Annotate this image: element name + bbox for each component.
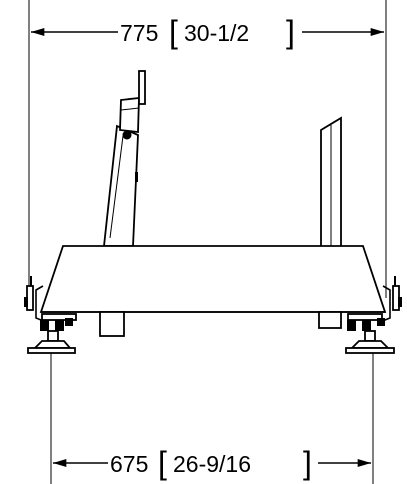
right-leveling-foot [345,313,395,354]
under-block-left [99,311,125,337]
top-dimension-imperial: 30-1/2 [184,20,249,46]
base-trapezoid [39,245,387,313]
left-arm-column [102,124,139,247]
under-block-right [318,311,342,329]
right-foot-pad [345,347,395,354]
right-upright-post [320,116,342,248]
left-arm-inner-edge [109,135,124,239]
left-arm-bracket [119,96,140,134]
bottom-dimension-imperial: 26-9/16 [173,451,251,477]
left-foot-nut-b [55,320,64,331]
bottom-dimension-bracket-open: [ [158,445,167,481]
right-foot-nut-c [377,318,385,326]
right-clip-pin [394,276,396,286]
left-arm-handle [138,70,146,105]
top-dimension-bracket-close: ] [286,14,295,50]
left-clip-pin [30,276,32,286]
left-leveling-foot [27,313,77,354]
right-foot-nut-a [347,320,356,331]
bottom-dimension-value: 675 [110,451,148,477]
bottom-dimension: 675 [ 26-9/16 ] [50,352,374,484]
left-foot-nut-c [65,318,73,326]
right-foot-bracket [347,313,383,321]
top-dimension-value: 775 [120,20,158,46]
left-foot-pad-top [32,340,72,349]
left-arm-clip [135,172,138,182]
left-foot-pad [27,347,76,354]
left-upright-arm [102,70,146,247]
right-foot-pad-top [349,340,391,349]
left-arm-pivot-bolt [122,130,132,140]
right-foot-stem [364,330,376,342]
bottom-dimension-bracket-close: ] [303,445,312,481]
top-dimension: 775 [ 30-1/2 ] [28,0,387,298]
right-foot-nut-b [362,320,371,331]
base-body [39,245,387,337]
left-foot-stem [47,330,59,342]
left-clip-bolt [24,297,28,307]
top-dimension-bracket-open: [ [169,14,178,50]
left-foot-nut-a [40,320,49,331]
right-side-bracket [379,276,402,323]
left-side-bracket [24,276,47,323]
left-arm-bracket-line [120,107,140,111]
right-clip-bolt [398,297,402,307]
